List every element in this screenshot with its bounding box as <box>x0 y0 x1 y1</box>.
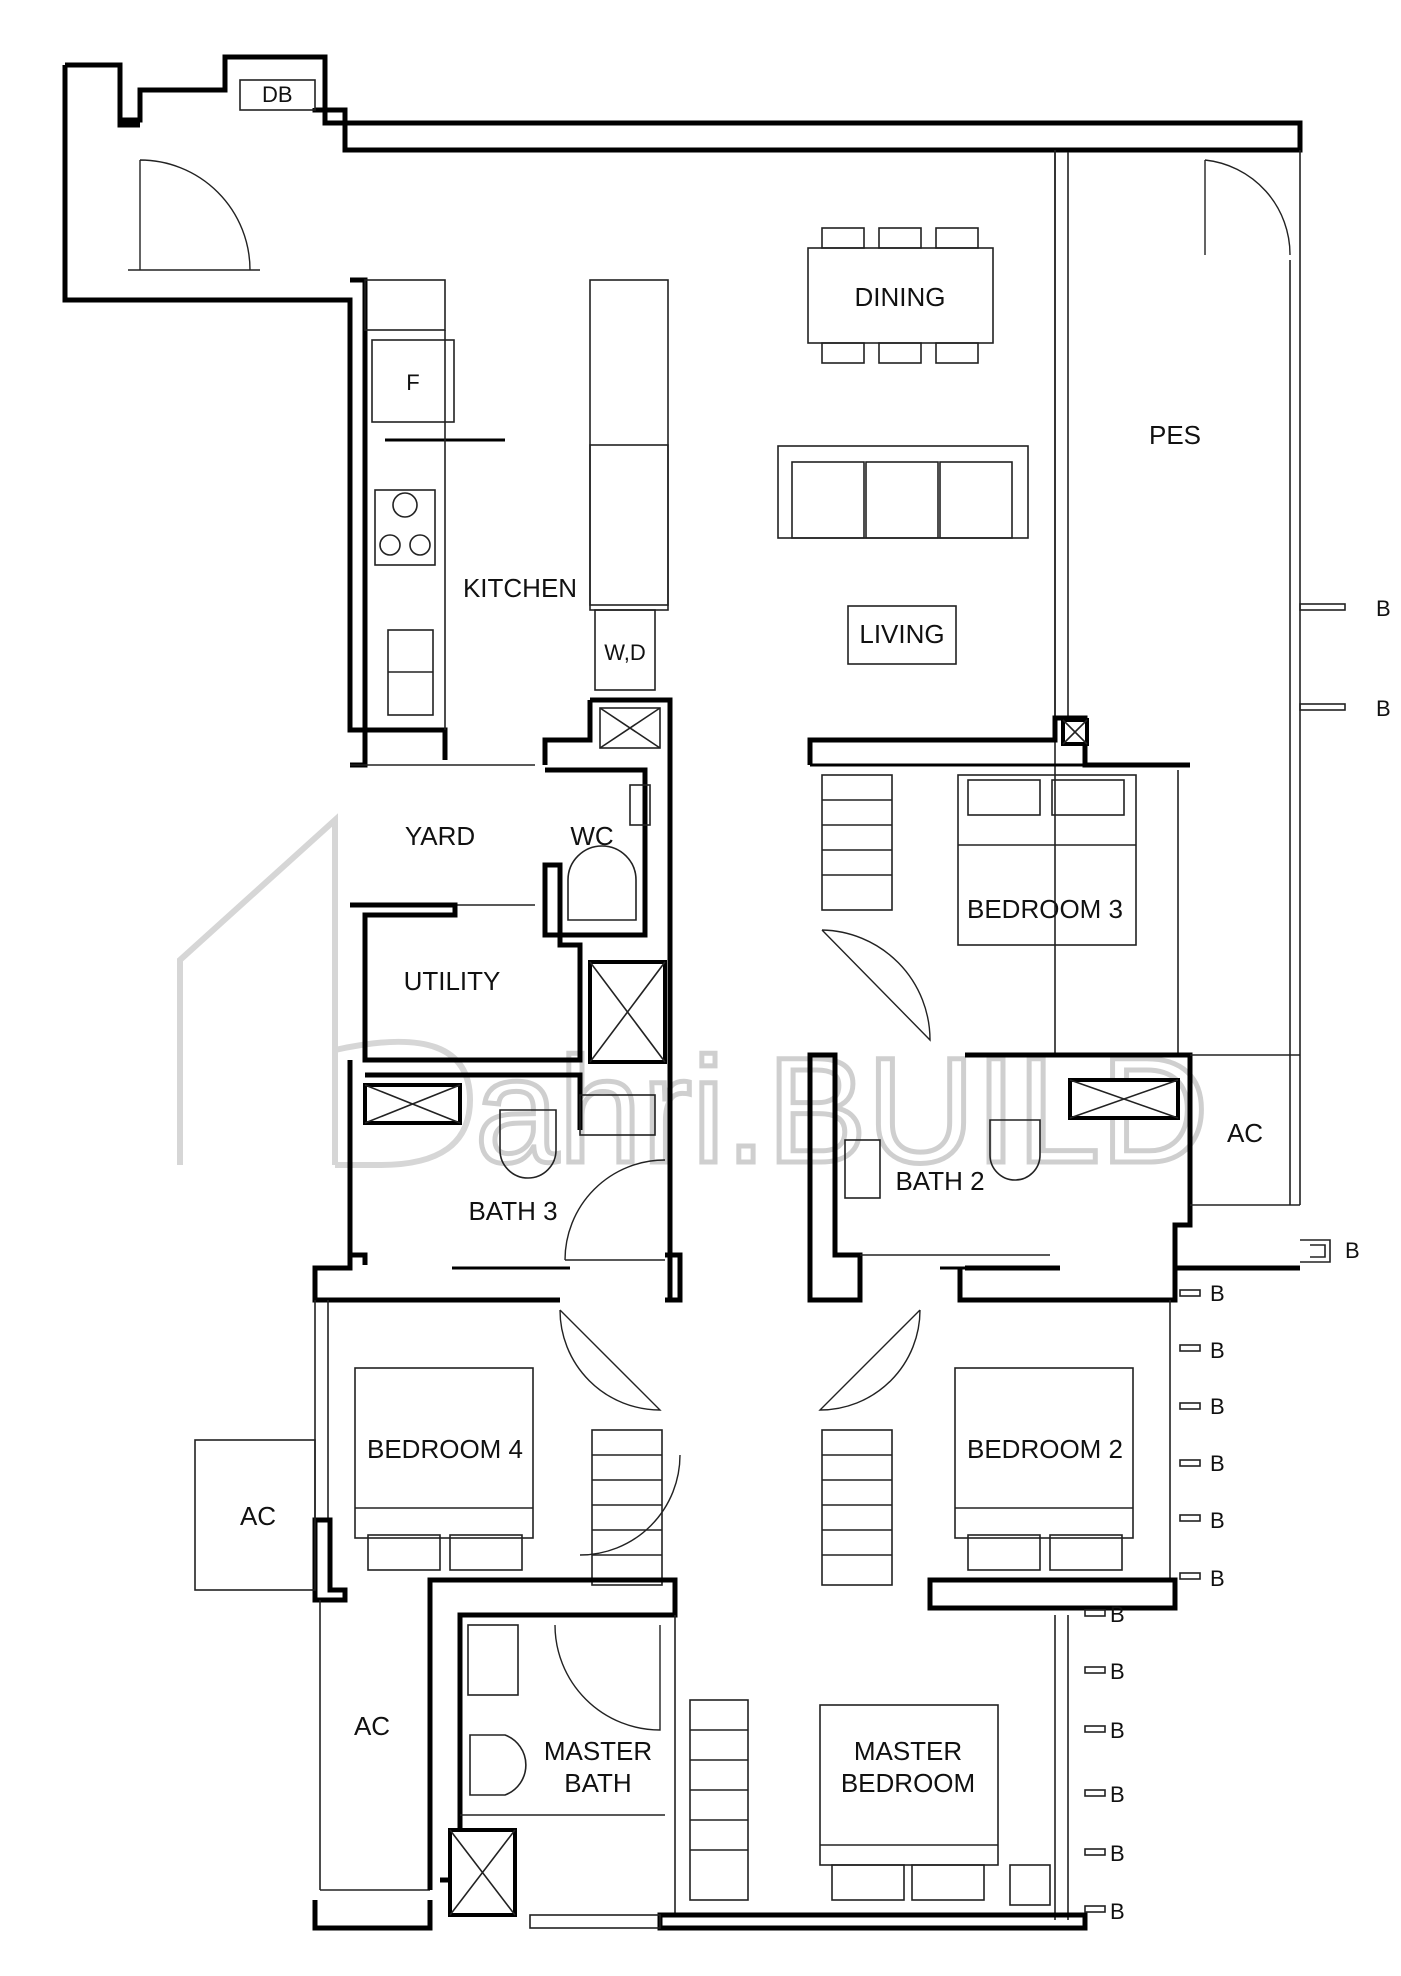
pes-area: PES <box>1054 150 1301 1205</box>
b-marker-label: B <box>1110 1659 1125 1684</box>
master-bath-label-line1: MASTER <box>544 1736 652 1766</box>
wc-label: WC <box>570 821 613 851</box>
bedroom-2-area: BEDROOM 2 <box>818 1300 1178 1611</box>
ac-left-lower-area: AC <box>319 1600 430 1891</box>
ac-right-label: AC <box>1227 1118 1263 1148</box>
b-marker-label: B <box>1110 1602 1125 1627</box>
b-marker-label: B <box>1110 1841 1125 1866</box>
b-marker: B <box>1300 1238 1360 1263</box>
living-label: LIVING <box>859 619 944 649</box>
b-marker: B <box>1084 1718 1125 1743</box>
b-marker-label: B <box>1345 1238 1360 1263</box>
b-marker: B <box>1179 1394 1225 1419</box>
ac-left-upper-label: AC <box>240 1501 276 1531</box>
b-marker: B <box>1179 1338 1225 1363</box>
master-bedroom-label-line1: MASTER <box>854 1736 962 1766</box>
bath-3-area: BATH 3 <box>312 1060 683 1303</box>
yard-label: YARD <box>405 821 475 851</box>
b-marker: B <box>1179 1508 1225 1533</box>
washer-dryer-label: W,D <box>604 640 646 665</box>
ac-right-area: AC <box>1190 1054 1300 1206</box>
b-marker-label: B <box>1210 1508 1225 1533</box>
b-marker-label: B <box>1210 1566 1225 1591</box>
b-marker: B <box>1299 596 1391 621</box>
b-marker-label: B <box>1210 1394 1225 1419</box>
living-area: LIVING <box>777 445 1029 665</box>
dining-area: DINING <box>807 227 994 364</box>
bedroom-2-label: BEDROOM 2 <box>967 1434 1123 1464</box>
kitchen-area: F W,D KITCHEN <box>350 277 669 760</box>
db-label: DB <box>262 82 293 107</box>
master-bedroom-label-line2: BEDROOM <box>841 1768 975 1798</box>
entrance-area: DB <box>62 54 1303 1055</box>
b-marker-label: B <box>1210 1451 1225 1476</box>
b-marker: B <box>1084 1899 1125 1924</box>
b-marker: B <box>1299 696 1391 721</box>
b-marker-label: B <box>1210 1281 1225 1306</box>
bath-3-label: BATH 3 <box>468 1196 557 1226</box>
service-core: YARD WC UTILITY <box>347 620 673 1300</box>
ac-left-lower-label: AC <box>354 1711 390 1741</box>
pes-label: PES <box>1149 420 1201 450</box>
b-marker: B <box>1179 1566 1225 1591</box>
b-marker-label: B <box>1210 1338 1225 1363</box>
bedroom-3-label: BEDROOM 3 <box>967 894 1123 924</box>
b-marker-label: B <box>1110 1718 1125 1743</box>
utility-label: UTILITY <box>404 966 501 996</box>
b-marker-label: B <box>1376 696 1391 721</box>
b-marker: B <box>1084 1602 1125 1627</box>
b-marker: B <box>1179 1281 1225 1306</box>
b-marker: B <box>1179 1451 1225 1476</box>
b-markers: B B B B B B B B <box>1084 596 1391 1924</box>
master-bath-area: MASTER BATH <box>427 1577 678 1917</box>
bedroom-3-area: BEDROOM 3 <box>807 715 1190 1055</box>
master-bath-label-line2: BATH <box>564 1768 631 1798</box>
b-marker-label: B <box>1376 596 1391 621</box>
fridge-label: F <box>406 370 419 395</box>
bath-2-label: BATH 2 <box>895 1166 984 1196</box>
master-bedroom-area: MASTER BEDROOM <box>312 1615 1088 1931</box>
dining-label: DINING <box>855 282 946 312</box>
b-marker: B <box>1084 1782 1125 1807</box>
b-marker-label: B <box>1110 1899 1125 1924</box>
kitchen-label: KITCHEN <box>463 573 577 603</box>
b-marker: B <box>1084 1659 1125 1684</box>
b-marker-label: B <box>1110 1782 1125 1807</box>
watermark-house-logo <box>177 813 474 1168</box>
bedroom-4-area: BEDROOM 4 <box>312 1300 681 1603</box>
ac-left-upper-area: AC <box>194 1439 316 1591</box>
bedroom-4-label: BEDROOM 4 <box>367 1434 523 1464</box>
b-marker: B <box>1084 1841 1125 1866</box>
